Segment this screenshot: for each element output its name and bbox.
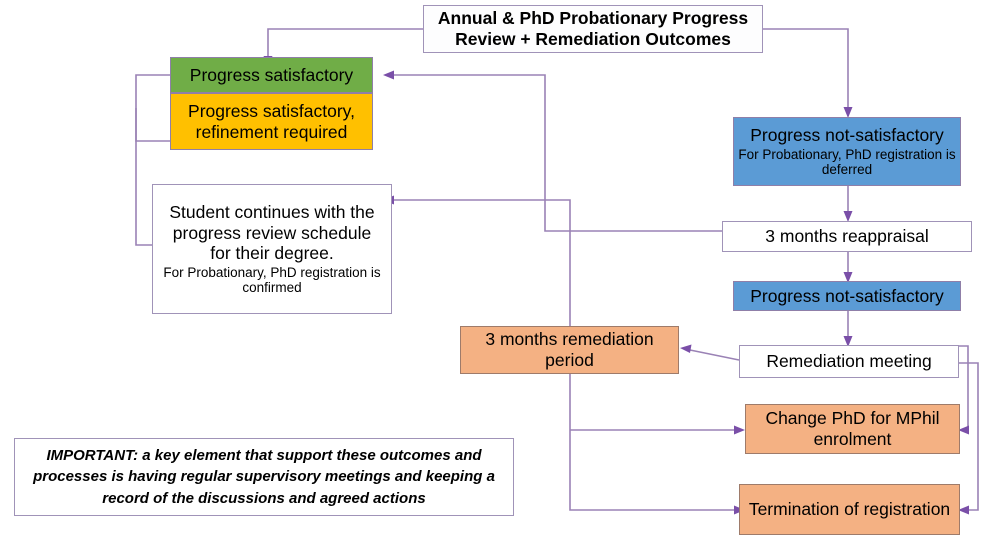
node-student-continues-sub: For Probationary, PhD registration is co… [163,264,381,296]
arrowhead-meeting-to-remediation-period [680,344,692,353]
node-important-note[interactable]: IMPORTANT: a key element that support th… [14,438,514,516]
edge-meeting-to-remediation-period [689,349,740,361]
node-title-box[interactable]: Annual & PhD Probationary Progress Revie… [423,5,763,53]
node-termination-of-registration[interactable]: Termination of registration [739,484,960,535]
node-three-months-remediation[interactable]: 3 months remediation period [460,326,679,374]
node-important-note-label: IMPORTANT: a key element that support th… [33,447,495,507]
edge-remediation-to-termination [569,373,735,511]
node-progress-satisfactory-refinement[interactable]: Progress satisfactory, refinement requir… [170,93,373,150]
edge-satisfactory-left-stub [135,74,170,142]
node-title-label: Annual & PhD Probationary Progress Revie… [437,8,749,49]
node-change-phd-for-mphil-label: Change PhD for MPhil enrolment [765,408,940,449]
node-progress-not-satisfactory-second[interactable]: Progress not-satisfactory [733,281,961,311]
arrowhead-reappraisal-to-satisfactory [383,70,394,80]
node-remediation-meeting[interactable]: Remediation meeting [739,345,959,378]
node-three-months-reappraisal[interactable]: 3 months reappraisal [722,221,972,252]
node-progress-not-satisfactory-first[interactable]: Progress not-satisfactory For Probationa… [733,117,961,186]
node-not-satisfactory-second-label: Progress not-satisfactory [750,285,944,306]
node-three-months-reappraisal-label: 3 months reappraisal [765,226,929,247]
edge-title-to-notsatisfactory [763,28,849,108]
arrowhead-remediation-to-mphil [734,425,745,435]
node-progress-satisfactory[interactable]: Progress satisfactory [170,57,373,93]
node-progress-satisfactory-refinement-label: Progress satisfactory, refinement requir… [188,100,355,142]
node-student-continues[interactable]: Student continues with the progress revi… [152,184,392,314]
node-remediation-meeting-label: Remediation meeting [766,351,932,372]
edge-satisfactory-to-student-continues [135,108,153,246]
node-progress-satisfactory-label: Progress satisfactory [189,64,354,85]
edge-meeting-to-termination-right [958,362,979,511]
node-not-satisfactory-first-main: Progress not-satisfactory [750,125,944,146]
node-change-phd-for-mphil[interactable]: Change PhD for MPhil enrolment [745,404,960,454]
edge-remediation-to-refinement [393,199,571,326]
node-not-satisfactory-first-sub: For Probationary, PhD registration is de… [738,146,956,178]
node-student-continues-main: Student continues with the progress revi… [169,201,375,264]
edge-reappraisal-to-satisfactory [393,74,722,232]
edge-title-to-satisfactory [267,28,423,57]
node-termination-label: Termination of registration [748,499,951,520]
node-three-months-remediation-label: 3 months remediation period [485,329,654,370]
